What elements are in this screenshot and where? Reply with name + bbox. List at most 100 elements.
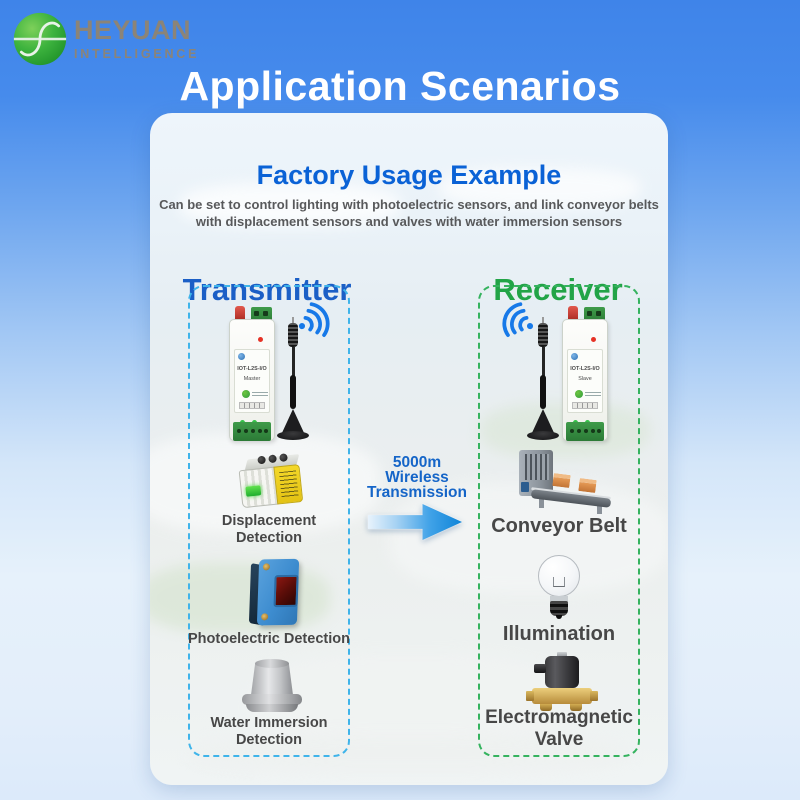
wifi-signal-icon <box>298 302 330 337</box>
logo-subtitle: INTELLIGENCE <box>74 47 200 61</box>
card-description-line2: with displacement sensors and valves wit… <box>195 213 623 229</box>
terminal-hole <box>263 311 268 316</box>
displacement-sensor <box>237 452 306 512</box>
receiver-module: IOT-L2S-I/O Slave <box>562 306 608 441</box>
heyuan-globe-icon <box>13 12 67 66</box>
antenna-base-foot <box>277 431 309 440</box>
dip-row <box>239 402 265 409</box>
range-line1: 5000m <box>392 454 442 471</box>
terminal-hole <box>584 429 588 433</box>
page-title: Application Scenarios <box>179 63 621 110</box>
terminal-block-bottom <box>233 422 271 441</box>
brand-logo-icon <box>242 390 250 398</box>
light-bulb-illustration <box>536 555 582 621</box>
terminal-hole <box>596 311 601 316</box>
heyuan-logo: HEYUAN INTELLIGENCE <box>12 11 199 67</box>
card-description: Can be set to control lighting with phot… <box>158 197 660 230</box>
bulb-filament <box>553 577 565 587</box>
valve-hex-left <box>526 691 534 701</box>
module-model: IOT-L2S-I/O <box>237 366 267 372</box>
sensor-green-window <box>245 485 262 497</box>
antenna-rod <box>291 347 295 389</box>
valve-top-nut <box>557 652 567 657</box>
module-label: IOT-L2S-I/O Master <box>234 349 270 413</box>
label-line2: Detection <box>235 732 303 748</box>
valve-foot <box>540 704 552 711</box>
terminal-hole <box>591 429 595 433</box>
dome-body <box>251 663 293 695</box>
logo-text: HEYUAN INTELLIGENCE <box>74 17 200 62</box>
factory-usage-card: Factory Usage Example Can be set to cont… <box>150 113 668 785</box>
card-description-line1: Can be set to control lighting with phot… <box>159 197 659 212</box>
terminal-block-bottom <box>566 422 604 441</box>
label-line1: Water Immersion <box>210 715 328 731</box>
brand-text <box>252 392 268 397</box>
transmission-arrow-icon <box>368 504 462 540</box>
conveyor-box <box>578 478 597 493</box>
sensor-screw <box>262 563 271 571</box>
item-label-electromagnetic-valve: Electromagnetic Valve <box>439 707 668 751</box>
antenna-rod-lower <box>290 375 296 409</box>
range-line3: Transmission <box>367 484 467 501</box>
terminal-hole <box>570 429 574 433</box>
card-title: Factory Usage Example <box>256 160 562 191</box>
label-line2: Detection <box>235 530 303 546</box>
antenna-coil <box>288 323 298 347</box>
conveyor-screen <box>521 482 529 492</box>
valve-side-port <box>534 664 546 673</box>
bulb-tip <box>556 615 562 619</box>
card-bg-cloud <box>440 168 640 208</box>
status-led <box>591 337 596 342</box>
sensor-label-lines <box>279 470 299 499</box>
module-model: IOT-L2S-I/O <box>570 366 600 372</box>
transmitter-panel: IOT-L2S-I/O Master <box>188 285 350 757</box>
conveyor-leg <box>539 496 544 508</box>
arrow-shape <box>368 504 462 540</box>
label-line2: Valve <box>534 729 584 750</box>
valve-brass-body <box>532 688 592 704</box>
lora-icon <box>238 353 245 360</box>
conveyor-belt-illustration <box>505 448 615 514</box>
module-body: IOT-L2S-I/O Slave <box>562 319 608 441</box>
item-label-displacement: Displacement Detection <box>150 513 389 547</box>
dip-row <box>572 402 598 409</box>
card-bg-road <box>190 733 630 773</box>
bulb-screw-base <box>550 601 568 616</box>
label-line1: Illumination <box>502 623 616 645</box>
sensor-screw <box>261 613 269 621</box>
dome-skirt <box>246 704 298 712</box>
range-line2: Wireless <box>385 469 449 486</box>
antenna-tip <box>542 317 544 325</box>
receiver-heading: Receiver <box>493 272 623 307</box>
antenna-connector <box>568 306 578 321</box>
transmitter-module: IOT-L2S-I/O Master <box>229 306 275 441</box>
card-bg-cloud <box>180 183 400 227</box>
label-line1: Electromagnetic <box>485 707 633 728</box>
conveyor-grill <box>525 454 549 480</box>
terminal-hole <box>237 429 241 433</box>
brand-text <box>585 392 601 397</box>
electromagnetic-valve-illustration <box>526 652 598 712</box>
bulb-neck <box>550 596 568 602</box>
terminal-hole <box>251 429 255 433</box>
label-line1: Conveyor Belt <box>491 515 627 537</box>
module-body: IOT-L2S-I/O Master <box>229 319 275 441</box>
conveyor-box <box>552 473 571 488</box>
valve-coil <box>545 656 579 688</box>
transmitter-heading: Transmitter <box>182 272 352 307</box>
valve-foot <box>570 704 582 711</box>
terminal-hole <box>258 429 262 433</box>
antenna-rod-lower <box>540 375 546 409</box>
antenna-base-cone <box>281 409 305 435</box>
label-line1: Photoelectric Detection <box>188 631 350 647</box>
item-label-conveyor-belt: Conveyor Belt <box>439 515 668 537</box>
sensor-red-lens <box>273 574 299 608</box>
antenna-coil <box>538 323 548 347</box>
sensor-yellow-panel <box>273 464 304 505</box>
terminal-hole <box>244 429 248 433</box>
terminal-hole <box>577 429 581 433</box>
antenna-base-foot <box>527 431 559 440</box>
valve-hex-right <box>590 691 598 701</box>
card-bg-building <box>250 653 570 743</box>
